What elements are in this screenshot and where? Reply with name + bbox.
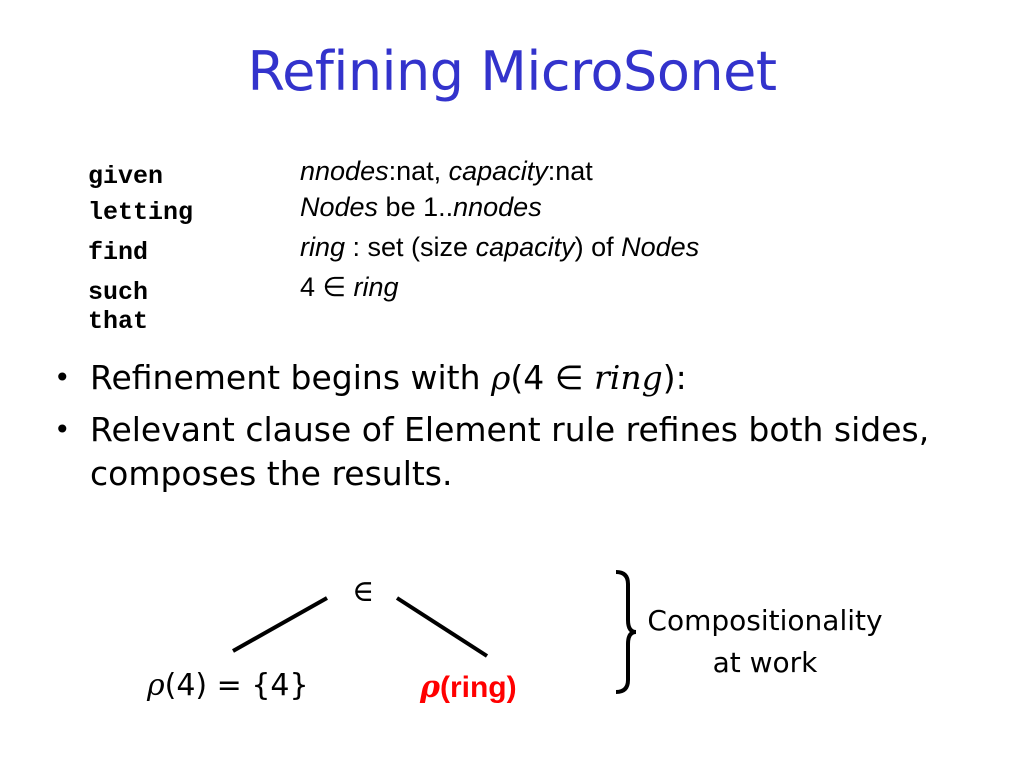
given-value: nnodes:nat, capacity:nat xyxy=(300,156,593,187)
find-text-1: : set (size xyxy=(345,232,476,262)
tree-leaf-right: ρ(ring) xyxy=(420,670,517,705)
keyword-letting: letting xyxy=(88,198,194,227)
note-line-1: Compositionality xyxy=(647,604,883,637)
right-brace xyxy=(615,570,637,694)
bullet-list: • Refinement begins with ρ(4 ∈ ring): • Re… xyxy=(54,356,934,504)
such-that-text-1: 4 ∈ xyxy=(300,272,354,302)
rho-symbol: ρ xyxy=(491,358,511,397)
leaf-right-text: (ring) xyxy=(439,671,517,704)
bullet-item-1: • Refinement begins with ρ(4 ∈ ring): xyxy=(54,356,934,400)
bullet-1-post: ): xyxy=(662,358,687,397)
var-nodes: Nodes xyxy=(300,192,379,222)
bullet-1-text: Refinement begins with xyxy=(90,358,492,397)
such-that-value: 4 ∈ ring xyxy=(300,272,399,303)
bullet-marker: • xyxy=(54,361,71,394)
tree-edge-right xyxy=(395,596,489,658)
letting-text-1: be 1.. xyxy=(378,192,454,222)
slide-title: Refining MicroSonet xyxy=(247,40,778,103)
tree-root-element-symbol: ∈ xyxy=(352,574,375,609)
bullet-1-mid: (4 ∈ xyxy=(510,358,595,397)
bullet-marker: • xyxy=(54,413,71,446)
given-text-1: :nat, xyxy=(388,156,449,186)
bullet-2-text: Relevant clause of Element rule refines … xyxy=(90,410,930,493)
var-capacity-2: capacity xyxy=(475,232,575,262)
leaf-left-text: (4) = {4} xyxy=(164,668,309,703)
var-ring-2: ring xyxy=(353,272,399,302)
keyword-find: find xyxy=(88,238,149,267)
rho-symbol: ρ xyxy=(147,668,165,703)
var-ring-3: ring xyxy=(594,358,663,397)
tree-leaf-left: ρ(4) = {4} xyxy=(147,668,309,703)
var-nnodes-2: nnodes xyxy=(453,192,542,222)
var-nodes-2: Nodes xyxy=(621,232,700,262)
find-value: ring : set (size capacity) of Nodes xyxy=(300,232,699,263)
given-text-2: :nat xyxy=(547,156,593,186)
compositionality-note: Compositionality at work xyxy=(640,600,890,684)
note-line-2: at work xyxy=(712,646,818,679)
keyword-given: given xyxy=(88,162,164,191)
keyword-such-that: such that xyxy=(88,278,149,336)
var-nnodes: nnodes xyxy=(300,156,389,186)
find-text-2: ) of xyxy=(574,232,622,262)
letting-value: Nodes be 1..nnodes xyxy=(300,192,542,223)
rho-symbol: ρ xyxy=(420,670,440,705)
var-capacity: capacity xyxy=(448,156,548,186)
tree-edge-left xyxy=(232,596,328,653)
bullet-item-2: • Relevant clause of Element rule refines… xyxy=(54,408,934,496)
var-ring: ring xyxy=(300,232,346,262)
